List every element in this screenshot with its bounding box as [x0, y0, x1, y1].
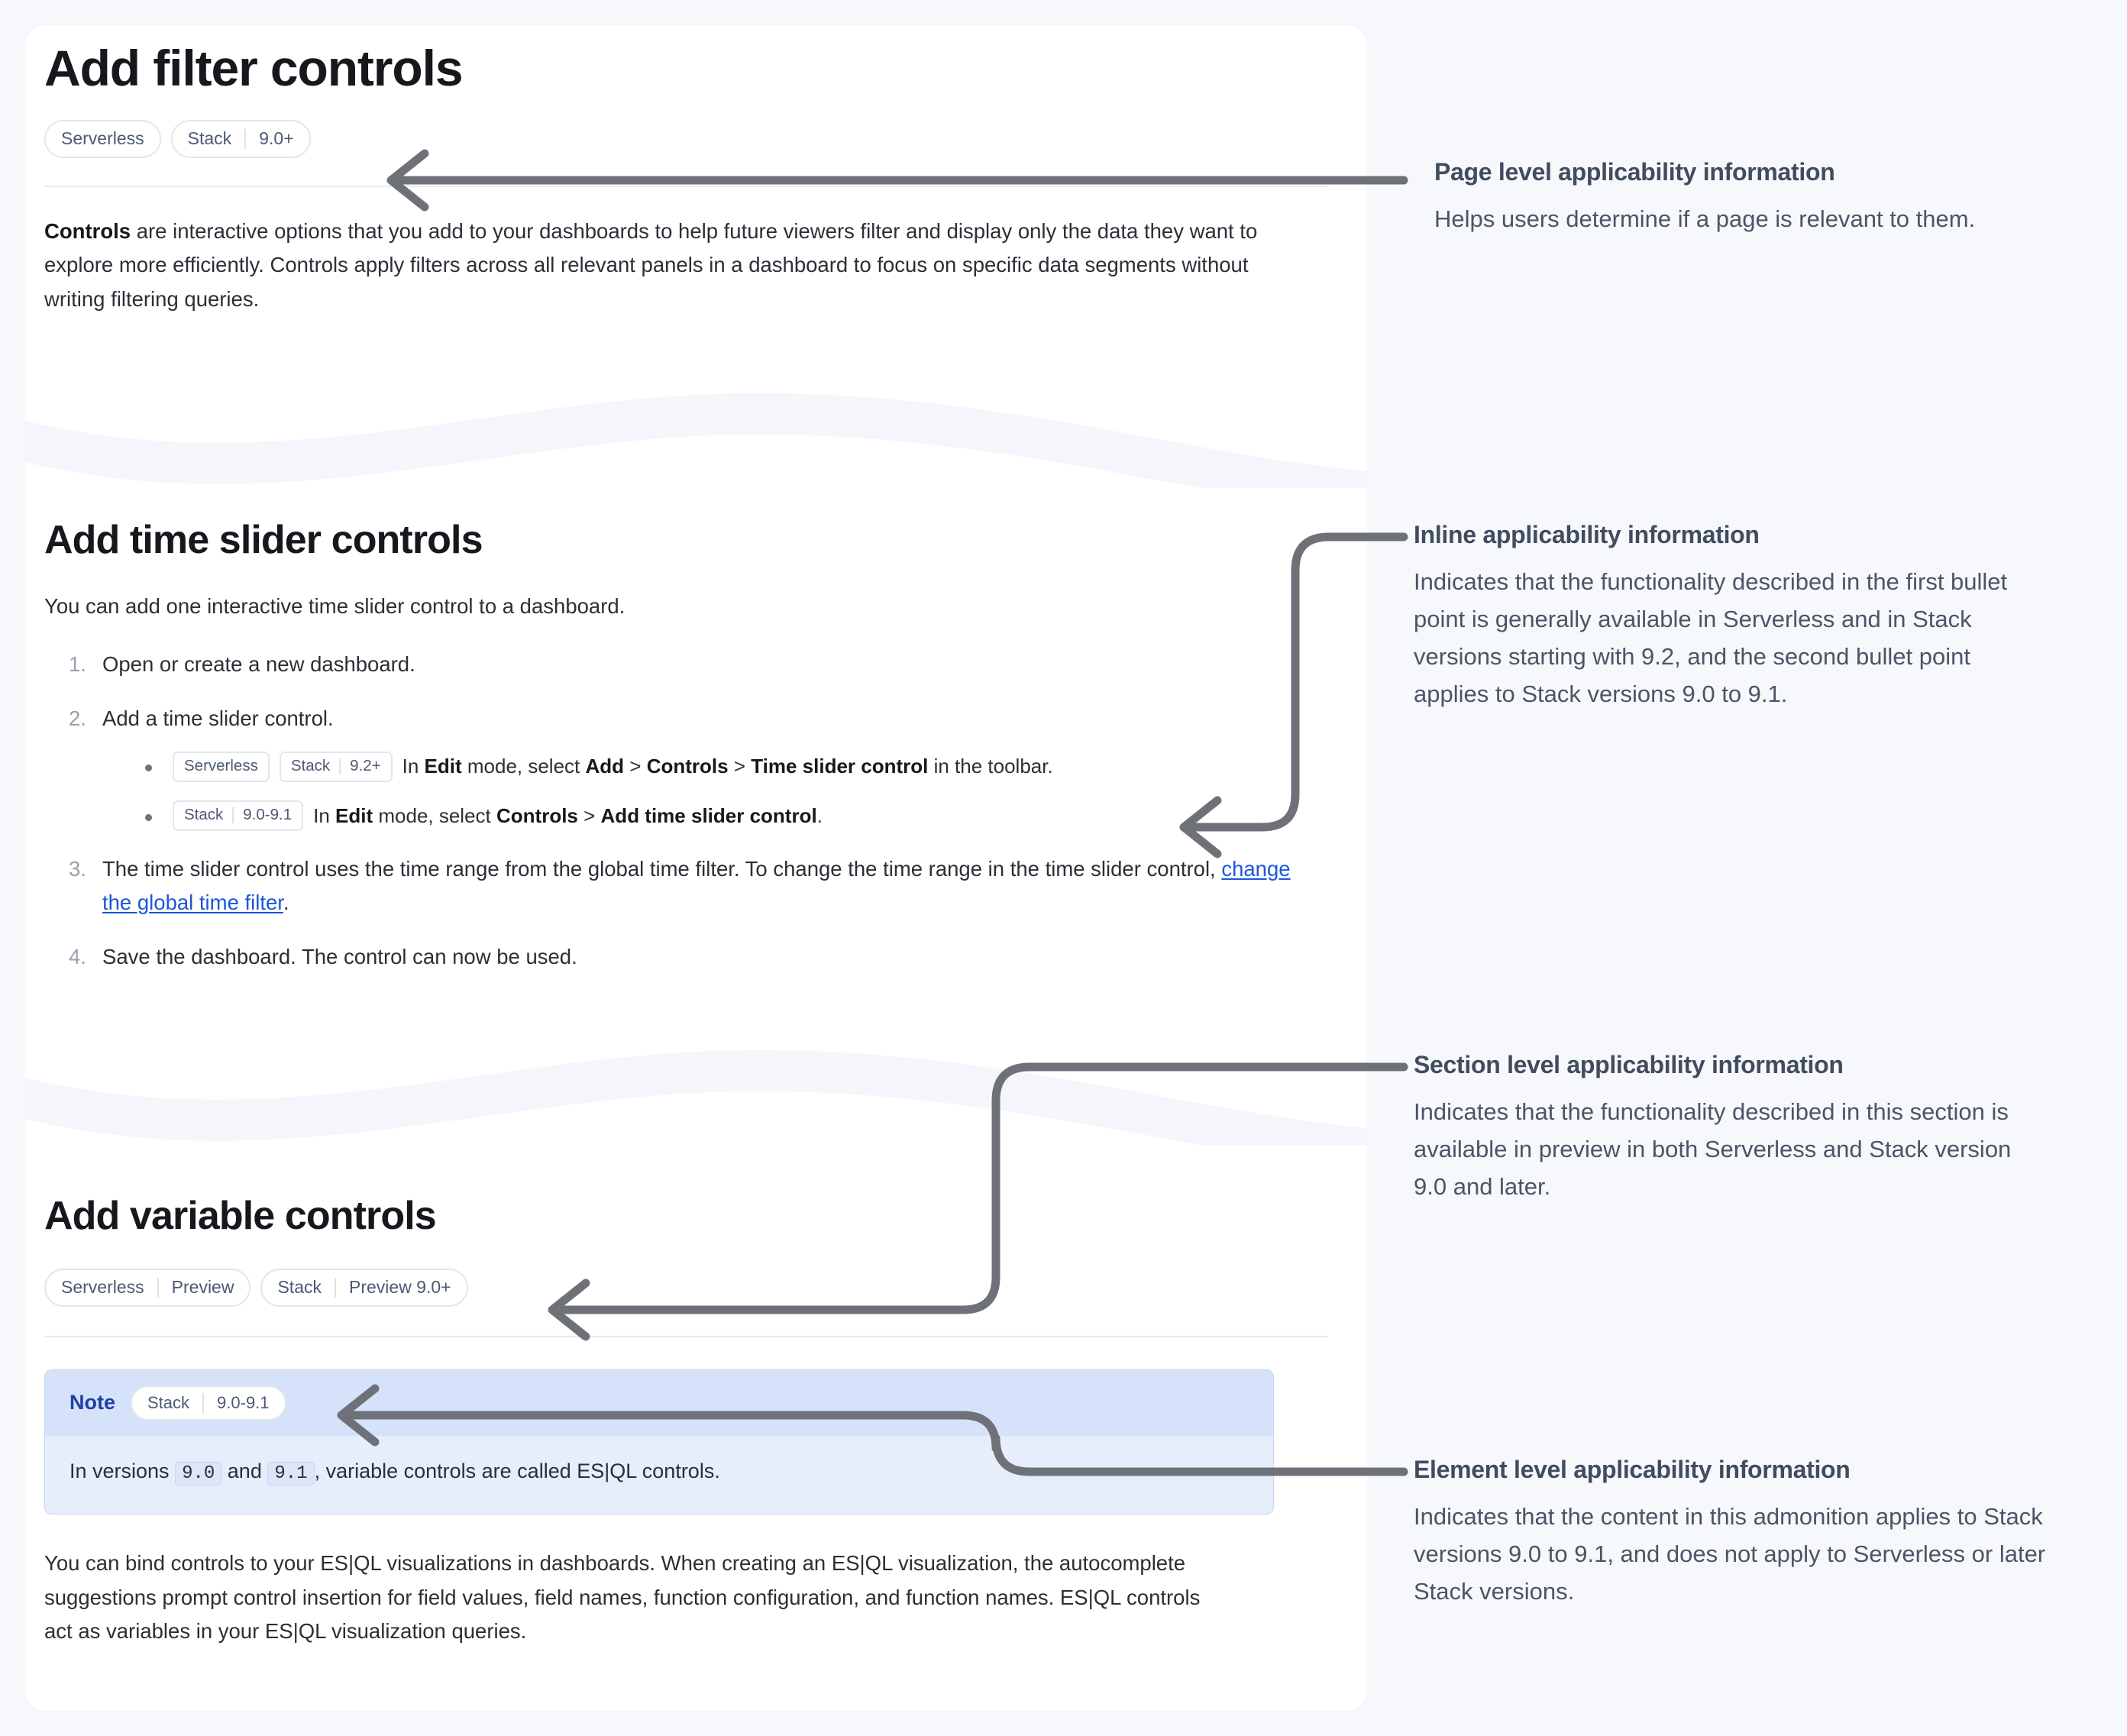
badge-segment-label: Serverless	[61, 128, 144, 149]
badge-segment-label: Serverless	[61, 1277, 144, 1298]
wave-divider-top	[25, 393, 1367, 488]
annotation-element-level: Element level applicability information …	[1414, 1454, 2055, 1611]
bullet-text: In Edit mode, select Add > Controls > Ti…	[402, 755, 1053, 777]
intro-paragraph: Controls are interactive options that yo…	[44, 215, 1259, 317]
step-item: The time slider control uses the time ra…	[69, 852, 1291, 920]
step-text: The time slider control uses the time ra…	[102, 856, 1222, 881]
annotation-inline: Inline applicability information Indicat…	[1414, 519, 2055, 713]
note-text-run: and	[221, 1459, 268, 1482]
badge-segment-value: Preview 9.0+	[349, 1277, 451, 1298]
note-title: Note	[69, 1391, 115, 1414]
page-applicability-badges: Serverless Stack 9.0+	[44, 119, 1327, 158]
note-admonition: Note Stack 9.0-9.1 In versions 9.0 and 9…	[44, 1369, 1274, 1515]
bullet-text: In Edit mode, select Controls > Add time…	[313, 804, 823, 827]
badge-stack-preview[interactable]: Stack Preview 9.0+	[260, 1268, 468, 1307]
variable-controls-paragraph: You can bind controls to your ES|QL visu…	[44, 1550, 1201, 1644]
note-text-run: In versions	[69, 1459, 176, 1482]
badge-separator	[202, 1392, 205, 1413]
section-time-slider: Add time slider controls You can add one…	[44, 518, 1327, 994]
text-run: >	[624, 755, 647, 778]
annotation-title: Section level applicability information	[1414, 1051, 1844, 1078]
annotation-title: Page level applicability information	[1434, 158, 1835, 186]
step-text: Open or create a new dashboard.	[102, 652, 415, 677]
text-run-bold: Edit	[424, 755, 462, 778]
badge-separator	[339, 758, 341, 775]
inline-badge-serverless[interactable]: Serverless	[173, 751, 270, 782]
annotation-page-level: Page level applicability information Hel…	[1434, 157, 2076, 238]
code-version-90: 9.0	[175, 1461, 222, 1485]
badge-separator	[157, 1277, 159, 1298]
header-divider	[44, 185, 1327, 187]
step-item: Save the dashboard. The control can now …	[69, 940, 1327, 975]
badge-segment-value: Preview	[171, 1277, 234, 1298]
badge-segment-label: Stack	[184, 806, 224, 824]
wave-divider-bottom	[25, 1049, 1367, 1145]
annotation-text: Indicates that the functionality describ…	[1414, 568, 2008, 707]
badge-separator	[244, 128, 247, 149]
intro-lead: Controls	[44, 218, 131, 243]
text-run: mode, select	[461, 755, 586, 778]
text-run: >	[577, 803, 601, 827]
time-slider-steps: Open or create a new dashboard. Add a ti…	[69, 648, 1327, 974]
section-variable-controls: Add variable controls Serverless Preview…	[44, 1194, 1327, 1649]
badge-segment-value: 9.2+	[350, 757, 381, 775]
section-divider	[44, 1335, 1327, 1337]
badge-segment-label: Serverless	[184, 757, 258, 775]
note-badge-stack-range[interactable]: Stack 9.0-9.1	[131, 1385, 286, 1421]
global-time-filter-link[interactable]: change the global time filter	[102, 856, 1291, 915]
step-item: Add a time slider control. Serverless St…	[69, 702, 1327, 832]
note-text-run: , variable controls are called ES|QL con…	[314, 1459, 720, 1482]
section-heading-time-slider: Add time slider controls	[44, 518, 483, 562]
text-run-bold: Controls	[646, 755, 729, 778]
annotation-title: Element level applicability information	[1414, 1456, 1851, 1483]
text-run-bold: Controls	[496, 803, 578, 827]
badge-serverless[interactable]: Serverless	[44, 119, 161, 158]
section-applicability-badges: Serverless Preview Stack Preview 9.0+	[44, 1268, 1327, 1307]
page-header-block: Add filter controls Serverless Stack 9.0…	[44, 40, 1327, 317]
step-text-tail: .	[283, 891, 289, 915]
inline-badge-stack[interactable]: Stack 9.2+	[279, 751, 393, 782]
badge-segment-label: Stack	[290, 757, 331, 775]
text-run-bold: Add time slider control	[600, 803, 817, 827]
inline-badge-stack-range[interactable]: Stack 9.0-9.1	[173, 800, 304, 831]
badge-segment-label: Stack	[147, 1392, 190, 1412]
annotation-text: Indicates that the functionality describ…	[1414, 1098, 2012, 1200]
code-version-91: 9.1	[267, 1461, 315, 1485]
section-intro-time-slider: You can add one interactive time slider …	[44, 593, 625, 618]
annotation-text: Indicates that the content in this admon…	[1414, 1503, 2046, 1605]
step-text: Add a time slider control.	[102, 706, 334, 730]
badge-segment-label: Stack	[187, 128, 232, 149]
intro-rest: are interactive options that you add to …	[44, 218, 1258, 311]
text-run: .	[816, 803, 823, 827]
text-run: in the toolbar.	[928, 755, 1053, 778]
text-run-bold: Time slider control	[751, 755, 929, 778]
step-item: Open or create a new dashboard.	[69, 648, 1327, 682]
text-run-bold: Edit	[335, 803, 373, 827]
annotation-text: Helps users determine if a page is relev…	[1434, 205, 1976, 232]
list-item: Serverless Stack 9.2+ In Edit mode, sele…	[141, 751, 1327, 783]
text-run: In	[402, 755, 425, 778]
badge-segment-label: Stack	[277, 1277, 322, 1298]
badge-stack-version[interactable]: Stack 9.0+	[170, 119, 311, 158]
step-text: Save the dashboard. The control can now …	[102, 944, 577, 968]
badge-segment-value: 9.0-9.1	[243, 806, 293, 824]
text-run-bold: Add	[585, 755, 625, 778]
badge-serverless-preview[interactable]: Serverless Preview	[44, 1268, 251, 1307]
text-run: In	[313, 803, 336, 827]
list-item: Stack 9.0-9.1 In Edit mode, select Contr…	[141, 800, 1327, 832]
annotation-title: Inline applicability information	[1414, 521, 1760, 548]
badge-separator	[335, 1277, 336, 1298]
page-title: Add filter controls	[44, 40, 464, 96]
documentation-card: Add filter controls Serverless Stack 9.0…	[25, 25, 1367, 1711]
badge-separator	[232, 807, 234, 824]
text-run: mode, select	[373, 803, 496, 827]
time-slider-sub-bullets: Serverless Stack 9.2+ In Edit mode, sele…	[141, 751, 1327, 832]
section-heading-variable: Add variable controls	[44, 1194, 437, 1238]
note-header: Note Stack 9.0-9.1	[45, 1369, 1273, 1436]
note-body: In versions 9.0 and 9.1, variable contro…	[45, 1436, 1273, 1514]
text-run: >	[728, 755, 752, 778]
badge-segment-value: 9.0+	[259, 128, 294, 149]
annotation-section-level: Section level applicability information …	[1414, 1049, 2055, 1206]
badge-segment-value: 9.0-9.1	[217, 1392, 270, 1412]
